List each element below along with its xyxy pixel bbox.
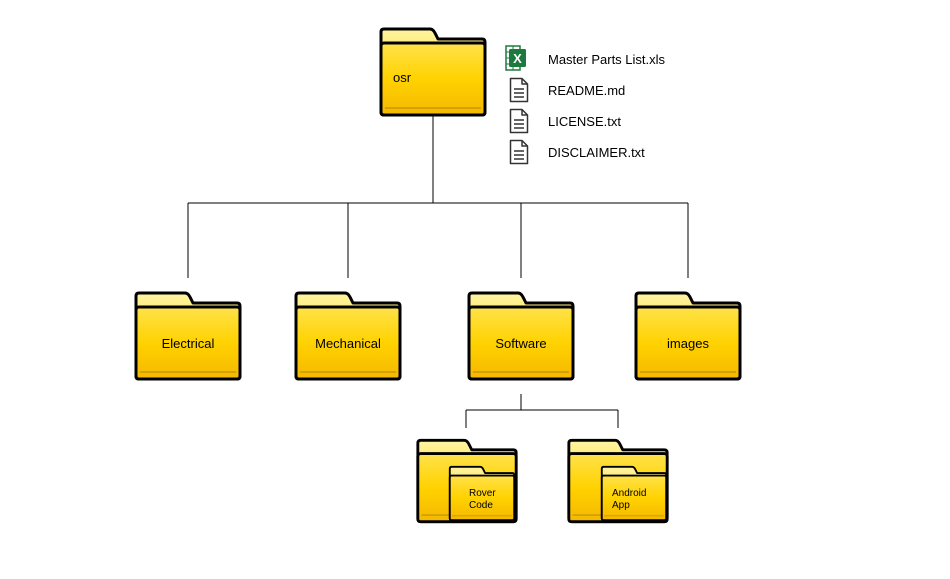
subfolder-label-line: App: [612, 500, 630, 511]
text-file-icon[interactable]: [509, 139, 529, 165]
folder-label-software: Software: [495, 336, 547, 351]
nested-folder-icon-rover-code[interactable]: [416, 438, 518, 524]
subfolder-label-rover-code: Rover Code: [469, 488, 496, 512]
subfolder-label-android-app: Android App: [612, 488, 646, 512]
subfolder-label-line: Rover: [469, 488, 496, 499]
file-label-license[interactable]: LICENSE.txt: [548, 114, 621, 129]
text-file-icon[interactable]: [509, 77, 529, 103]
file-label-master-parts-list[interactable]: Master Parts List.xls: [548, 52, 666, 67]
folder-label-mechanical: Mechanical: [315, 336, 381, 351]
folder-label-electrical: Electrical: [161, 336, 215, 351]
folder-label-images: images: [667, 336, 709, 351]
subfolder-label-line: Android: [612, 488, 647, 499]
root-folder-label: osr: [393, 70, 412, 85]
subfolder-label-line: Code: [469, 500, 493, 511]
excel-file-icon[interactable]: X: [505, 45, 526, 71]
svg-text:X: X: [513, 51, 522, 66]
text-file-icon[interactable]: [509, 108, 529, 134]
tree-connectors: [187, 115, 689, 428]
file-label-disclaimer[interactable]: DISCLAIMER.txt: [548, 145, 645, 160]
file-label-readme[interactable]: README.md: [548, 83, 626, 98]
